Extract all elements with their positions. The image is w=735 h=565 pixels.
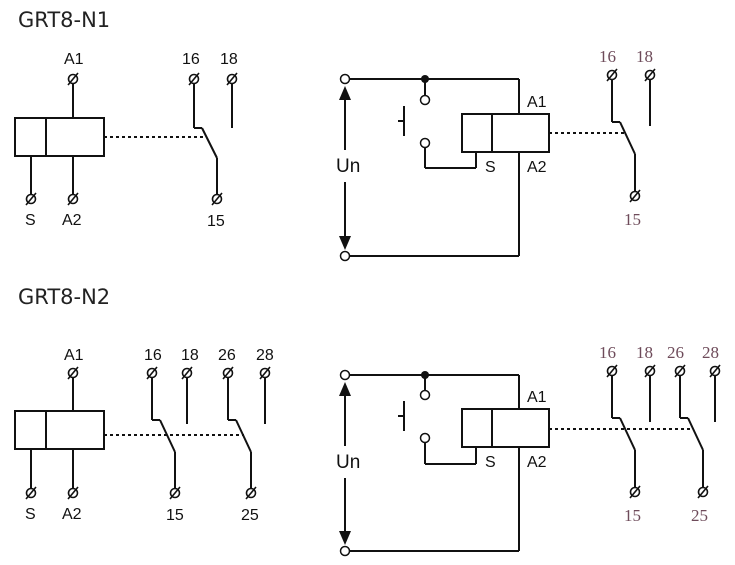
contact-label-15: 15 [207, 213, 225, 230]
terminal-28-icon [709, 364, 721, 378]
arrow-down-icon [339, 236, 351, 250]
relay-coil [461, 408, 550, 448]
terminal-26-icon [222, 366, 234, 380]
terminal-label-a2: A2 [62, 506, 82, 523]
arrow-down-icon [339, 531, 351, 545]
terminal-label-s: S [25, 506, 36, 523]
contact-label-15: 15 [624, 506, 641, 525]
terminal-16-icon [606, 68, 618, 82]
contact-label-25: 25 [691, 506, 708, 525]
supply-terminal-top [339, 73, 351, 85]
arrow-up-icon [339, 86, 351, 100]
contact-blade [687, 417, 704, 451]
terminal-label-s: S [25, 212, 36, 229]
terminal-label-a1: A1 [64, 51, 84, 68]
terminal-a2-icon [67, 486, 79, 500]
contact-label-15: 15 [624, 210, 641, 229]
terminal-s-icon [25, 192, 37, 206]
terminal-28-icon [259, 366, 271, 380]
terminal-label-a2: A2 [62, 212, 82, 229]
contact-label-18: 18 [636, 47, 653, 66]
contact-label-18: 18 [636, 343, 653, 362]
terminal-15-icon [211, 192, 223, 206]
contact-blade [159, 419, 176, 453]
section-title: GRT8-N1 [18, 8, 110, 32]
terminal-label-a2: A2 [527, 454, 547, 471]
contact-label-16: 16 [599, 47, 616, 66]
contact-label-28: 28 [256, 347, 274, 364]
terminal-25-icon [245, 486, 257, 500]
terminal-16-icon [188, 72, 200, 86]
terminal-a1-icon [67, 366, 79, 380]
pushbutton-terminal [419, 432, 431, 444]
terminal-18-icon [644, 68, 656, 82]
terminal-label-s: S [485, 454, 496, 471]
supply-terminal-bottom [339, 545, 351, 557]
left-schematic-n2: A1 S A2 16 18 15 26 28 25 [14, 347, 274, 524]
pushbutton-terminal [419, 94, 431, 106]
terminal-a1-icon [67, 72, 79, 86]
right-schematic-n1: Un A1 S A2 16 18 15 [336, 47, 656, 262]
contact-blade [235, 419, 252, 453]
terminal-18-icon [644, 364, 656, 378]
pushbutton-terminal [419, 137, 431, 149]
terminal-label-a1: A1 [64, 347, 84, 364]
terminal-15-icon [629, 485, 641, 499]
terminal-s-icon [25, 486, 37, 500]
contact-blade [201, 127, 218, 159]
section-title: GRT8-N2 [18, 285, 110, 309]
contact-label-18: 18 [220, 51, 238, 68]
terminal-a2-icon [67, 192, 79, 206]
voltage-label: Un [336, 156, 360, 177]
terminal-15-icon [169, 486, 181, 500]
terminal-18-icon [181, 366, 193, 380]
supply-terminal-top [339, 369, 351, 381]
relay-coil [461, 113, 550, 153]
terminal-26-icon [674, 364, 686, 378]
relay-coil [14, 410, 105, 450]
contact-label-25: 25 [241, 507, 259, 524]
right-schematic-n2: Un A1 S A2 16 18 15 26 28 [336, 343, 721, 557]
supply-terminal-bottom [339, 250, 351, 262]
terminal-label-a2: A2 [527, 159, 547, 176]
left-schematic-n1: A1 S A2 16 18 15 [14, 51, 238, 230]
contact-blade [619, 121, 636, 155]
terminal-label-a1: A1 [527, 94, 547, 111]
contact-label-18: 18 [181, 347, 199, 364]
voltage-label: Un [336, 452, 360, 473]
contact-label-16: 16 [599, 343, 616, 362]
contact-label-16: 16 [144, 347, 162, 364]
contact-blade [619, 417, 636, 451]
relay-coil [14, 117, 105, 157]
terminal-label-a1: A1 [527, 389, 547, 406]
contact-label-16: 16 [182, 51, 200, 68]
contact-label-15: 15 [166, 507, 184, 524]
terminal-16-icon [606, 364, 618, 378]
terminal-15-icon [629, 189, 641, 203]
contact-label-28: 28 [702, 343, 719, 362]
pushbutton-terminal [419, 389, 431, 401]
arrow-up-icon [339, 382, 351, 396]
terminal-25-icon [697, 485, 709, 499]
terminal-18-icon [226, 72, 238, 86]
terminal-16-icon [146, 366, 158, 380]
contact-label-26: 26 [218, 347, 236, 364]
contact-label-26: 26 [667, 343, 684, 362]
terminal-label-s: S [485, 159, 496, 176]
